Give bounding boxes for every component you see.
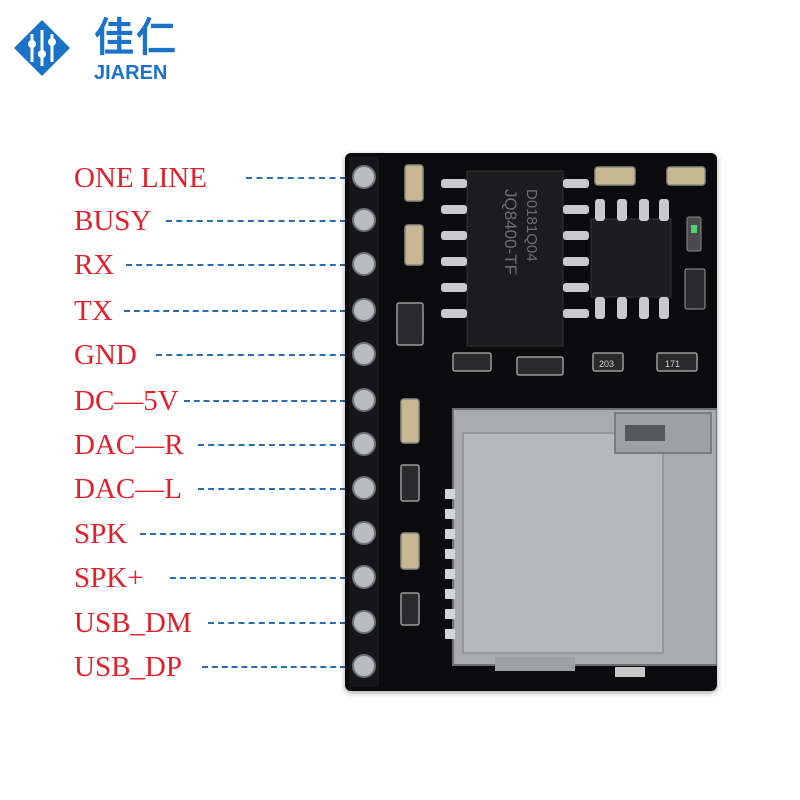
brand-logo: 佳仁 JIAREN bbox=[8, 12, 188, 84]
pin-label: USB_DP bbox=[74, 651, 182, 683]
pin-leader-line bbox=[124, 310, 346, 312]
pin-row: USB_DP bbox=[74, 650, 364, 684]
pin-leader-line bbox=[208, 622, 346, 624]
pin-label: SPK bbox=[74, 518, 128, 550]
pin-leader-line bbox=[170, 577, 346, 579]
pin-row: RX bbox=[74, 248, 364, 282]
mp3-module-board: JQ8400-TF D0181Q04 203 bbox=[345, 153, 718, 691]
capacitors bbox=[400, 164, 424, 570]
pin-label: ONE LINE bbox=[74, 162, 207, 194]
chip-label-line2: D0181Q04 bbox=[523, 189, 540, 262]
main-chip: JQ8400-TF D0181Q04 bbox=[441, 170, 589, 347]
logo-mark-icon bbox=[14, 20, 70, 76]
pin-label: SPK+ bbox=[74, 562, 144, 594]
sd-card-slot bbox=[445, 408, 718, 677]
pin-row: GND bbox=[74, 338, 364, 372]
header-strip bbox=[349, 157, 379, 687]
logo-english-text: JIAREN bbox=[94, 62, 168, 84]
pin-label: BUSY bbox=[74, 205, 152, 237]
pin-row: ONE LINE bbox=[74, 161, 364, 195]
resistor-code: 203 bbox=[599, 359, 614, 369]
pin-row: TX bbox=[74, 294, 364, 328]
pin-row: USB_DM bbox=[74, 606, 364, 640]
pin-row: SPK bbox=[74, 517, 364, 551]
pin-label: DAC—L bbox=[74, 473, 182, 505]
pin-leader-line bbox=[198, 444, 346, 446]
pin-leader-line bbox=[202, 666, 346, 668]
pin-label: GND bbox=[74, 339, 137, 371]
pin-leader-line bbox=[246, 177, 346, 179]
pin-label: DAC—R bbox=[74, 429, 184, 461]
board-artwork: JQ8400-TF D0181Q04 203 bbox=[349, 157, 718, 687]
pin-label: USB_DM bbox=[74, 607, 192, 639]
pin-leader-line bbox=[156, 354, 346, 356]
led-indicator bbox=[686, 216, 702, 252]
pin-leader-line bbox=[126, 264, 346, 266]
pin-label: TX bbox=[74, 295, 113, 327]
amp-chip bbox=[590, 199, 672, 319]
pin-row: BUSY bbox=[74, 204, 364, 238]
logo-chinese-text: 佳仁 bbox=[94, 15, 178, 61]
chip-label-line1: JQ8400-TF bbox=[501, 189, 520, 275]
pin-row: DAC—R bbox=[74, 428, 364, 462]
pin-label: DC—5V bbox=[74, 385, 179, 417]
header-pins bbox=[352, 165, 376, 678]
pin-row: DAC—L bbox=[74, 472, 364, 506]
pin-leader-line bbox=[166, 220, 346, 222]
pin-row: SPK+ bbox=[74, 561, 364, 595]
resistor-code: 171 bbox=[665, 359, 680, 369]
pin-row: DC—5V bbox=[74, 384, 364, 418]
resistor-row bbox=[452, 352, 698, 376]
pin-leader-line bbox=[198, 488, 346, 490]
pin-label: RX bbox=[74, 249, 115, 281]
pin-leader-line bbox=[140, 533, 346, 535]
pin-leader-line bbox=[184, 400, 346, 402]
top-components bbox=[594, 166, 706, 186]
small-parts bbox=[396, 302, 424, 626]
